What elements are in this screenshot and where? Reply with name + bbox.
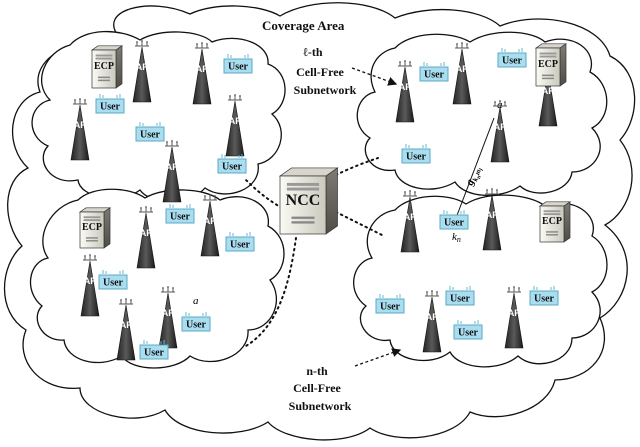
subnetwork-cloud-bottom-left [29, 188, 285, 369]
ncc-server: NCC [278, 167, 339, 235]
l-subnetwork-arrow [351, 67, 398, 86]
ap-icon: AP [200, 194, 220, 257]
user-device: User [95, 94, 125, 114]
ap-label: AP [84, 276, 97, 286]
math-k-n: kn [452, 231, 461, 244]
user-device: User [419, 62, 449, 82]
user-device: User [225, 232, 255, 252]
ap-label: AP [196, 64, 209, 74]
ap-icon: AP [452, 42, 472, 105]
l-subnetwork-line3: Subnetwork [294, 83, 357, 97]
link-ncc-top-right [335, 157, 379, 176]
user-label: User [444, 218, 465, 229]
user-label: User [502, 56, 523, 67]
user-label: User [228, 62, 249, 73]
user-device: User [165, 204, 195, 224]
ap-label: AP [120, 320, 133, 330]
ap-label: AP [204, 216, 217, 226]
subnetwork-cloud-top-left [31, 30, 286, 202]
user-device: User [217, 154, 247, 174]
n-subnetwork-line3: Subnetwork [289, 399, 352, 413]
user-label: User [100, 102, 121, 113]
ap-label: AP [166, 162, 179, 172]
ap-icon: AP [192, 42, 212, 105]
ap-icon: AP [132, 40, 152, 103]
user-device: User [439, 210, 469, 230]
ap-icon: AP [422, 290, 442, 353]
user-device: User [375, 294, 405, 314]
ecp-server-bottom-right: ECP [538, 201, 572, 243]
user-device: User [181, 312, 211, 332]
ap-icon: AP [400, 190, 420, 253]
math-a-bottom: a [193, 295, 199, 307]
ap-label: AP [456, 64, 469, 74]
user-label: User [144, 348, 165, 359]
user-label: User [450, 294, 471, 305]
ap-label: AP [399, 82, 412, 92]
ap-label: AP [426, 312, 439, 322]
ecp-server-top-right: ECP [534, 43, 568, 87]
link-ncc-bottom-left [245, 237, 297, 347]
user-device: User [98, 270, 128, 290]
ap-label: AP [136, 62, 149, 72]
server-label: NCC [286, 192, 321, 209]
ap-label: AP [494, 122, 507, 132]
server-label: ECP [542, 216, 562, 227]
user-device: User [529, 286, 559, 306]
link-ncc-top-left [245, 179, 283, 209]
user-device: User [497, 48, 527, 68]
user-label: User [170, 212, 191, 223]
ap-icon: AP [162, 140, 182, 203]
n-subnetwork-line2: Cell-Free [293, 381, 341, 395]
link-ncc-bottom-right [335, 211, 385, 237]
ap-label: AP [162, 308, 175, 318]
ap-icon: AP [80, 254, 100, 317]
ap-icon: AP [490, 100, 510, 163]
l-subnetwork-line2: Cell-Free [296, 65, 344, 79]
coverage-area-title: Coverage Area [262, 18, 345, 33]
ap-label: AP [74, 120, 87, 130]
ecp-server-top-left: ECP [90, 45, 124, 89]
user-device: User [139, 340, 169, 360]
ap-label: AP [508, 308, 521, 318]
user-label: User [424, 70, 445, 81]
ap-icon: AP [136, 206, 156, 269]
user-label: User [380, 302, 401, 313]
math-g: gknml [463, 164, 485, 189]
n-subnetwork-arrow [354, 348, 402, 367]
server-label: ECP [538, 59, 558, 70]
server-label: ECP [82, 222, 102, 233]
l-subnetwork-line1: ℓ-th [302, 45, 322, 59]
user-device: User [401, 144, 431, 164]
ap-icon: AP [395, 60, 415, 123]
n-subnetwork-line1: n-th [306, 364, 328, 378]
user-device: User [223, 54, 253, 74]
user-device: User [453, 320, 483, 340]
user-label: User [230, 240, 251, 251]
user-label: User [458, 328, 479, 339]
server-label: ECP [94, 61, 114, 72]
ap-icon: AP [116, 298, 136, 361]
ap-icon: AP [225, 94, 245, 157]
user-label: User [534, 294, 555, 305]
user-label: User [222, 162, 243, 173]
ap-icon: AP [482, 188, 502, 251]
ap-label: AP [229, 116, 242, 126]
channel-line [455, 117, 495, 219]
ap-label: AP [140, 228, 153, 238]
user-device: User [445, 286, 475, 306]
user-device: User [135, 122, 165, 142]
ap-label: AP [404, 212, 417, 222]
user-label: User [140, 130, 161, 141]
user-label: User [103, 278, 124, 289]
ap-label: AP [486, 210, 499, 220]
ap-label: AP [542, 86, 555, 96]
ecp-server-bottom-left: ECP [78, 207, 112, 249]
user-label: User [186, 320, 207, 331]
ap-icon: AP [70, 98, 90, 161]
user-label: User [406, 152, 427, 163]
ap-icon: AP [504, 286, 524, 349]
